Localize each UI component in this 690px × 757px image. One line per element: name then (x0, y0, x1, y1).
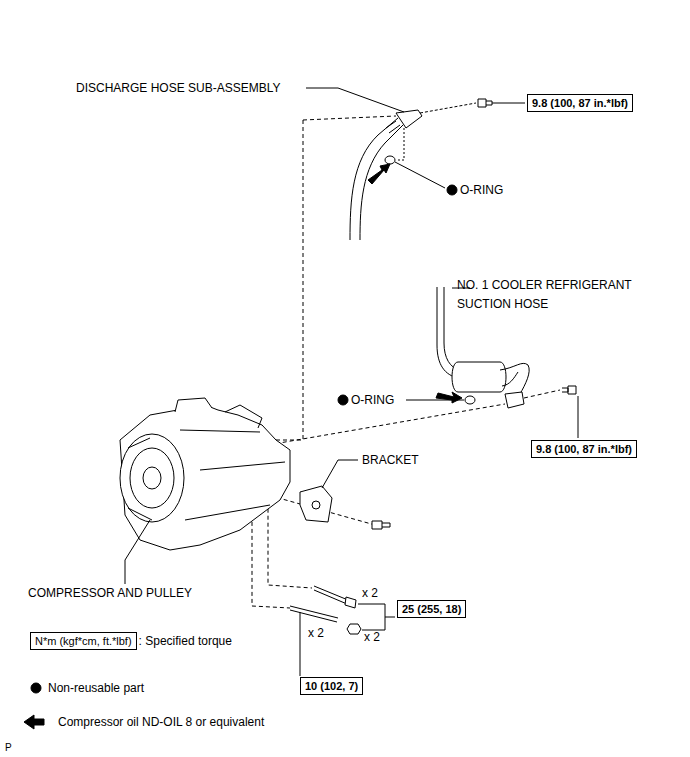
torque-box: N*m (kgf*cm, ft.*lbf) (30, 632, 137, 650)
quantity: x 2 (308, 626, 324, 640)
legend-text: : Specified torque (139, 634, 232, 648)
part-name: BRACKET (362, 453, 419, 467)
torque-box: 10 (102, 7) (300, 677, 363, 695)
quantity: x 2 (362, 586, 378, 600)
torque-value: N*m (kgf*cm, ft.*lbf) (35, 635, 132, 647)
quantity: x 2 (364, 630, 380, 644)
torque-box: 25 (255, 18) (397, 600, 466, 618)
torque-box: 9.8 (100, 87 in.*lbf) (527, 94, 633, 112)
part-name: COMPRESSOR AND PULLEY (28, 586, 192, 600)
part-name: DISCHARGE HOSE SUB-ASSEMBLY (76, 81, 281, 95)
torque-value: 9.8 (100, 87 in.*lbf) (532, 97, 628, 109)
part-name: O-RING (460, 183, 503, 197)
torque-value: 10 (102, 7) (305, 680, 358, 692)
page-mark: P (5, 741, 12, 755)
torque-box: 9.8 (100, 87 in.*lbf) (531, 440, 637, 458)
part-name: O-RING (351, 393, 394, 407)
torque-value: 9.8 (100, 87 in.*lbf) (536, 443, 632, 455)
torque-value: 25 (255, 18) (402, 603, 461, 615)
legend-text: Compressor oil ND-OIL 8 or equivalent (58, 715, 264, 729)
part-name: NO. 1 COOLER REFRIGERANT SUCTION HOSE (457, 276, 632, 314)
legend-text: Non-reusable part (48, 681, 144, 695)
